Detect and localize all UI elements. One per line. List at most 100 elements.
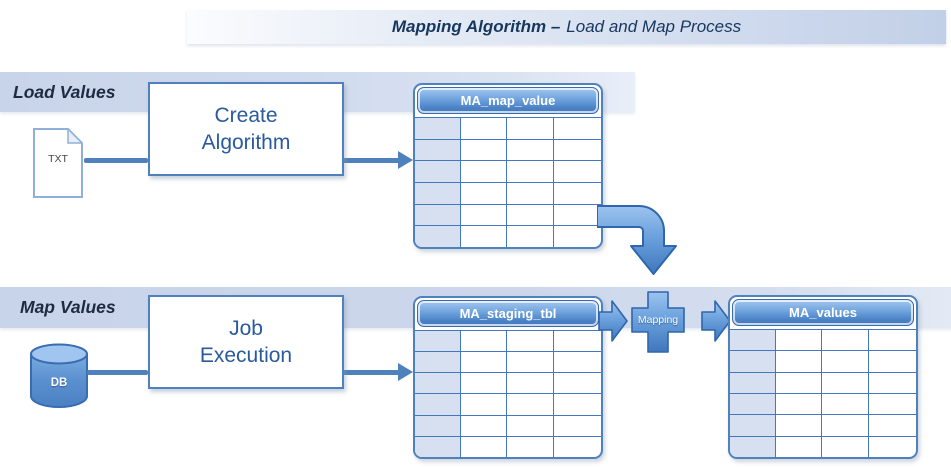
connector-job-to-staging	[340, 370, 400, 375]
table-cell	[822, 414, 870, 436]
table-cell	[730, 371, 776, 393]
block-arrow-shape	[598, 300, 628, 342]
table-cell	[554, 160, 601, 182]
document-shape	[33, 128, 83, 198]
table-cell	[554, 435, 601, 457]
table-cell	[730, 414, 776, 436]
table-cell	[460, 414, 508, 436]
map-values-label: Map Values	[20, 297, 116, 317]
cylinder-body	[30, 354, 88, 408]
table-cell	[460, 160, 508, 182]
job-execution-box: Job Execution	[148, 295, 344, 389]
table-cell	[554, 393, 601, 414]
table-cell	[554, 225, 601, 247]
table-cell	[507, 414, 555, 436]
table-cell	[460, 225, 508, 247]
table-ma-values: MA_values	[728, 295, 918, 459]
table-cell	[554, 351, 601, 372]
table-cell	[507, 330, 555, 352]
table-cell	[730, 329, 776, 351]
table-cell	[415, 203, 461, 226]
connector-create-to-map-value	[340, 158, 400, 163]
table-grid-ma-map-value	[415, 117, 601, 247]
table-cell	[460, 117, 508, 139]
table-cell	[415, 160, 461, 182]
table-grid-ma-values	[730, 329, 916, 457]
table-cell	[415, 351, 461, 373]
table-cell	[415, 372, 461, 394]
table-cell	[869, 393, 916, 414]
document-fold	[67, 128, 83, 144]
job-execution-label-line1: Job	[229, 316, 263, 340]
table-cell	[507, 181, 555, 204]
table-cell	[460, 435, 508, 457]
arrowhead-into-ma-staging-tbl	[398, 363, 413, 381]
plus-shape	[631, 291, 685, 353]
table-cell	[460, 181, 508, 204]
title-band: Mapping Algorithm – Load and Map Process	[187, 10, 946, 44]
table-cell	[822, 393, 870, 415]
table-cell	[822, 435, 870, 457]
table-cell	[775, 393, 823, 415]
job-execution-label-line2: Execution	[199, 344, 293, 367]
table-cell	[554, 372, 601, 393]
table-cell	[822, 371, 870, 393]
table-grid-ma-staging-tbl	[415, 330, 601, 457]
table-cell	[775, 435, 823, 457]
database-cylinder-icon	[30, 343, 88, 408]
table-cell	[775, 329, 823, 351]
page-title-bold: Mapping Algorithm –	[391, 17, 561, 36]
bent-arrow-shape	[597, 205, 677, 275]
table-cell	[869, 329, 916, 350]
table-cell	[415, 138, 461, 161]
table-cell	[554, 138, 601, 161]
table-cell	[730, 435, 776, 457]
bent-arrow-icon	[597, 205, 677, 275]
table-cell	[775, 414, 823, 436]
table-header-ma-values: MA_values	[732, 299, 914, 326]
table-cell	[415, 225, 461, 247]
table-cell	[507, 393, 555, 415]
table-cell	[507, 117, 555, 139]
table-cell	[507, 225, 555, 247]
table-cell	[460, 372, 508, 394]
table-cell	[869, 350, 916, 371]
create-algorithm-label-line1: Create	[214, 103, 278, 127]
cylinder-top	[30, 343, 88, 365]
table-cell	[554, 414, 601, 436]
txt-document-icon	[33, 128, 83, 198]
table-cell	[460, 330, 508, 352]
table-cell	[730, 350, 776, 372]
table-cell	[507, 372, 555, 394]
table-cell	[507, 138, 555, 161]
table-cell	[869, 371, 916, 393]
table-cell	[415, 393, 461, 415]
table-cell	[822, 350, 870, 372]
arrowhead-into-ma-map-value	[398, 151, 413, 169]
table-cell	[775, 350, 823, 372]
table-cell	[554, 117, 601, 139]
table-cell	[554, 181, 601, 204]
table-cell	[415, 330, 461, 352]
block-arrow-shape	[701, 300, 731, 342]
mapping-plus-icon	[631, 291, 685, 353]
table-cell	[415, 117, 461, 139]
table-cell	[460, 203, 508, 226]
table-cell	[415, 181, 461, 204]
table-cell	[507, 435, 555, 457]
table-cell	[507, 160, 555, 182]
table-header-ma-map-value: MA_map_value	[417, 87, 599, 114]
table-cell	[415, 414, 461, 436]
table-cell	[507, 351, 555, 373]
table-cell	[415, 435, 461, 457]
table-cell	[822, 329, 870, 351]
table-cell	[775, 371, 823, 393]
table-cell	[460, 393, 508, 415]
load-values-label: Load Values	[13, 81, 116, 102]
table-cell	[460, 351, 508, 373]
table-ma-staging-tbl: MA_staging_tbl	[413, 296, 603, 459]
table-ma-map-value: MA_map_value	[413, 83, 603, 249]
block-arrow-mapping-to-values-icon	[701, 300, 731, 342]
connector-txt-to-create	[84, 158, 148, 163]
